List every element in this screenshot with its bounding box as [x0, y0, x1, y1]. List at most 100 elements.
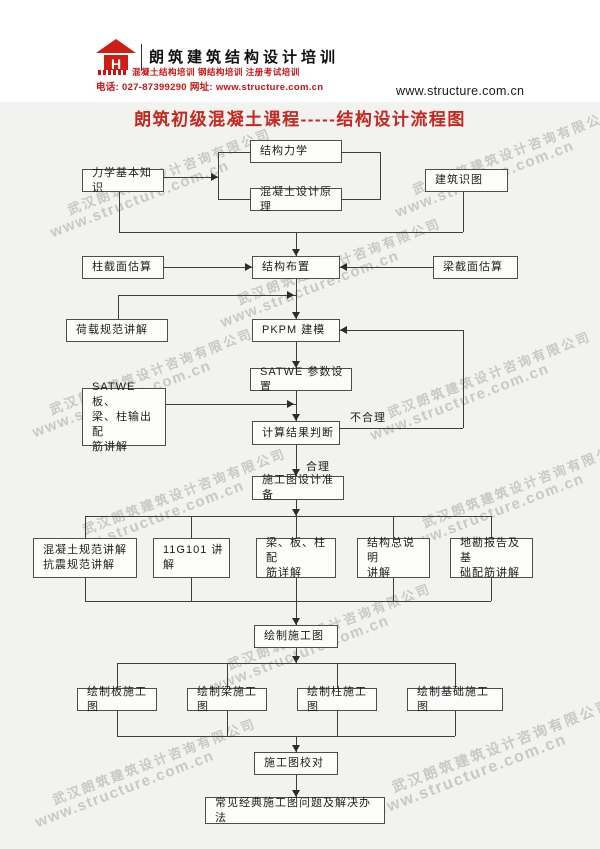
arrowhead-icon — [340, 326, 347, 334]
tagline: 混凝土结构培训 钢结构培训 注册考试培训 — [132, 67, 300, 77]
connector-line — [296, 775, 297, 797]
connector-line — [85, 516, 86, 538]
connector-line — [118, 295, 296, 296]
node-building-drawing-reading: 建筑识图 — [425, 169, 508, 192]
connector-line — [340, 267, 433, 268]
node-label: 荷载规范讲解 — [76, 324, 148, 336]
connector-line — [85, 578, 86, 601]
arrowhead-icon — [292, 656, 300, 663]
arrowhead-icon — [211, 173, 218, 181]
node-label: 绘制柱施工图 — [307, 685, 367, 713]
connector-line — [85, 516, 491, 517]
connector-line — [118, 295, 119, 319]
connector-line — [463, 330, 464, 428]
connector-line — [296, 516, 297, 538]
node-beam-slab-column-detail: 梁、板、柱配 筋详解 — [256, 536, 336, 579]
node-pkpm-modeling: PKPM 建模 — [252, 319, 340, 342]
connector-line — [337, 663, 338, 688]
connector-line — [164, 267, 252, 268]
connector-line — [463, 192, 464, 232]
house-roof — [96, 39, 136, 53]
connector-line — [342, 199, 380, 200]
node-general-notes-explain: 结构总说明 讲解 — [357, 536, 430, 579]
connector-line — [191, 516, 192, 538]
connector-line — [342, 152, 380, 153]
house-logo-icon: H — [96, 39, 136, 75]
arrowhead-icon — [292, 414, 300, 421]
node-draw-foundation: 绘制基础施工图 — [407, 686, 503, 713]
node-label: 梁、板、柱配 筋详解 — [266, 536, 326, 579]
node-label: 地勘报告及基 础配筋讲解 — [460, 536, 520, 579]
arrowhead-icon — [292, 249, 300, 256]
connector-line — [296, 736, 297, 752]
node-draw-beam: 绘制梁施工图 — [187, 686, 267, 713]
node-label: PKPM 建模 — [262, 324, 326, 336]
node-geo-report-explain: 地勘报告及基 础配筋讲解 — [450, 536, 533, 579]
connector-line — [380, 152, 381, 200]
connector-line — [119, 232, 463, 233]
node-draw-construction: 绘制施工图 — [254, 625, 338, 648]
tagline-row: 混凝土结构培训 钢结构培训 注册考试培训 — [98, 66, 300, 78]
connector-line — [393, 516, 394, 538]
brand-name: 朗筑建筑结构设计培训 — [149, 49, 340, 66]
edge-label-pass: 合理 — [306, 461, 330, 473]
connector-line — [117, 663, 118, 688]
header: H 朗筑建筑结构设计培训 混凝土结构培训 钢结构培训 注册考试培训 电话: 02… — [0, 0, 600, 102]
watermark-url: www.structure.com.cn — [218, 246, 402, 332]
connector-line — [227, 711, 228, 736]
node-g101-explain: 11G101 讲解 — [153, 538, 230, 578]
website-url: www.structure.com.cn — [396, 84, 525, 98]
connector-line — [296, 445, 297, 476]
connector-line — [164, 177, 218, 178]
node-column-section-estimate: 柱截面估算 — [82, 256, 164, 279]
node-concrete-code-explain: 混凝土规范讲解 抗震规范讲解 — [33, 538, 137, 578]
connector-line — [164, 404, 296, 405]
node-label: 施工图设计准备 — [262, 474, 334, 501]
node-label: 建筑识图 — [435, 174, 483, 186]
node-mechanics-basics: 力学基本知识 — [82, 167, 164, 194]
node-label: 绘制施工图 — [264, 630, 324, 642]
connector-line — [491, 578, 492, 601]
node-load-code-explain: 荷载规范讲解 — [66, 319, 168, 342]
connector-line — [491, 516, 492, 538]
connector-line — [455, 711, 456, 736]
connector-line — [296, 342, 297, 368]
arrowhead-icon — [340, 263, 347, 271]
arrowhead-icon — [287, 291, 294, 299]
connector-line — [85, 601, 491, 602]
connector-line — [191, 578, 192, 601]
node-label: SATWE 板、 梁、柱输出配 筋讲解 — [92, 380, 152, 453]
arrowhead-icon — [292, 312, 300, 319]
connector-line — [218, 152, 250, 153]
node-label: 结构力学 — [260, 145, 308, 157]
node-beam-section-estimate: 梁截面估算 — [433, 256, 518, 279]
page-title: 朗筑初级混凝土课程-----结构设计流程图 — [134, 110, 466, 129]
node-label: 柱截面估算 — [92, 261, 152, 273]
contact-line: 电话: 027-87399290 网址: www.structure.com.c… — [96, 82, 324, 93]
connector-line — [296, 648, 297, 663]
node-label: 绘制梁施工图 — [197, 685, 257, 713]
node-label: SATWE 参数设置 — [260, 365, 344, 393]
node-label: 计算结果判断 — [262, 426, 334, 439]
edge-label-fail: 不合理 — [350, 412, 386, 424]
node-label: 施工图校对 — [264, 757, 324, 769]
arrowhead-icon — [292, 618, 300, 625]
connector-line — [227, 663, 228, 688]
connector-line — [296, 500, 297, 516]
node-label: 梁截面估算 — [443, 261, 503, 273]
node-label: 力学基本知识 — [92, 166, 152, 194]
node-label: 结构布置 — [262, 261, 310, 273]
node-label: 结构总说明 讲解 — [367, 536, 415, 579]
node-label: 绘制板施工图 — [87, 685, 147, 713]
node-satwe-params: SATWE 参数设置 — [250, 366, 352, 393]
connector-line — [218, 152, 219, 200]
node-label: 绘制基础施工图 — [417, 685, 489, 713]
node-concrete-design-principle: 混凝土设计原理 — [250, 186, 342, 213]
connector-line — [337, 711, 338, 736]
node-drawing-check: 施工图校对 — [254, 752, 338, 775]
connector-line — [218, 199, 250, 200]
node-structural-mechanics: 结构力学 — [250, 140, 342, 163]
watermark-company: 武汉朗筑建筑设计咨询有限公司 — [385, 328, 594, 421]
